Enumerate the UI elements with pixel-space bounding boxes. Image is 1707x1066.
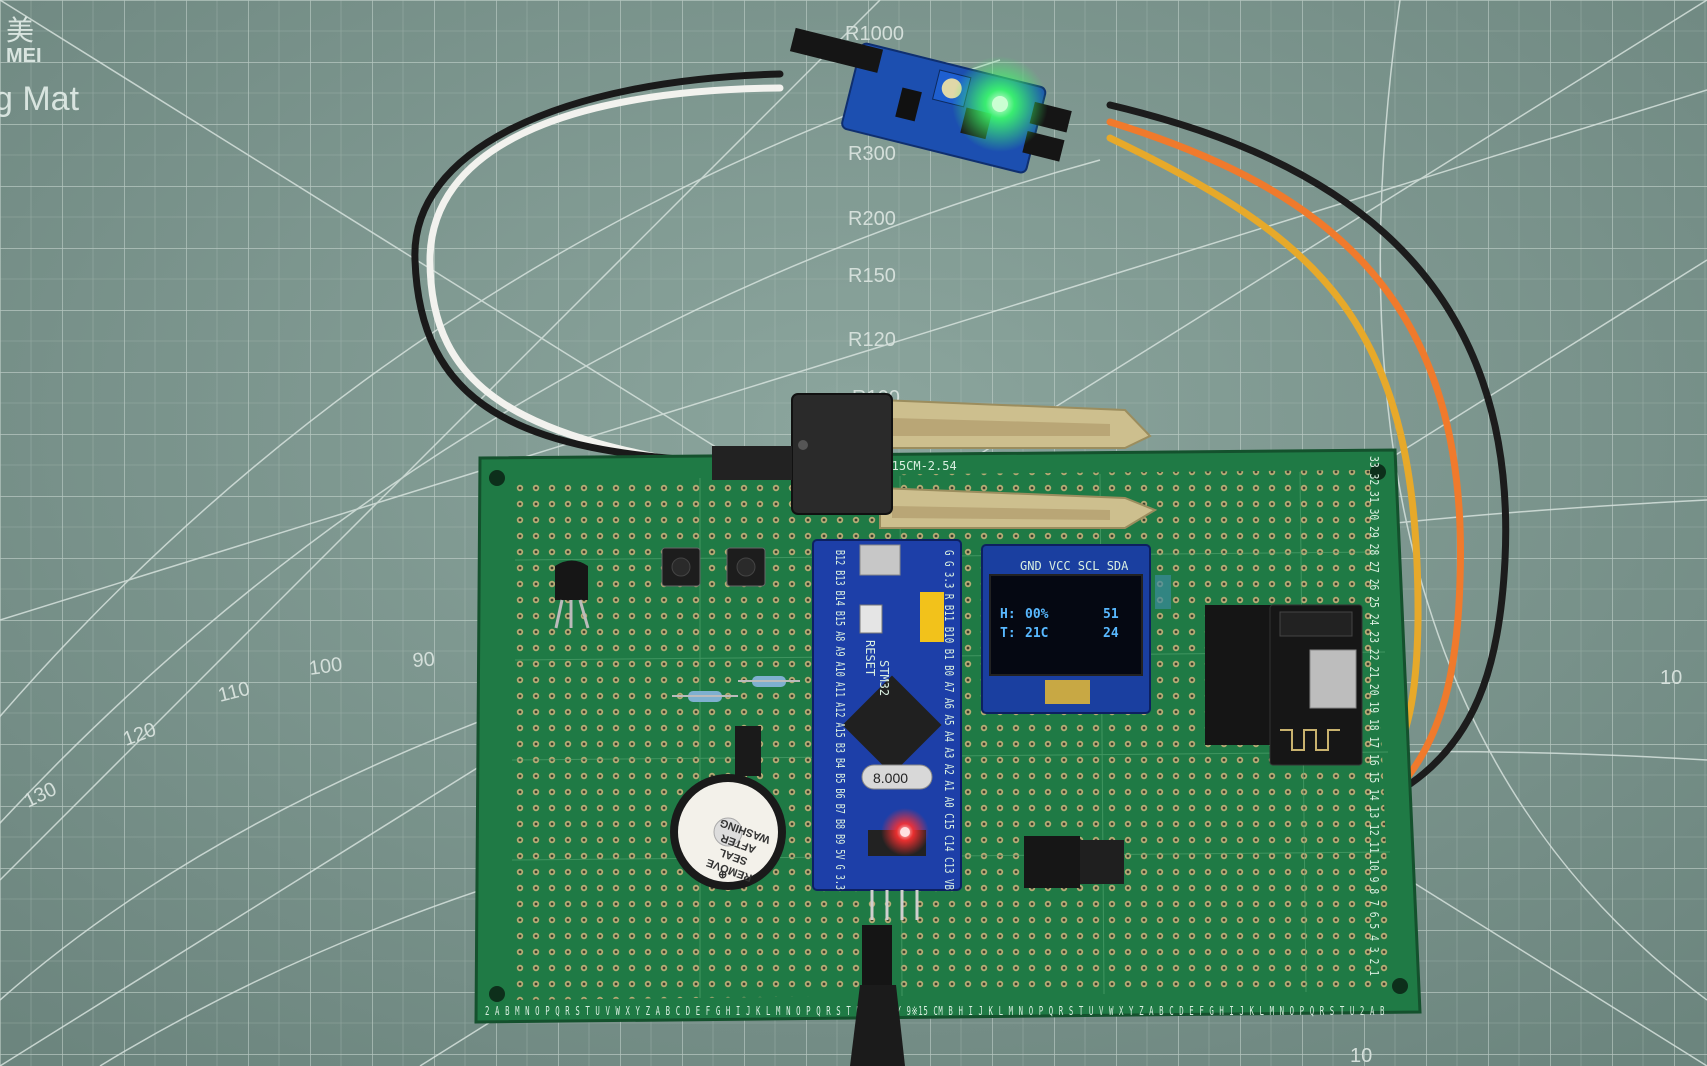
soil-probe bbox=[712, 393, 1158, 529]
push-button-2 bbox=[726, 547, 766, 587]
pcb-bottom-row: 2 A B M N O P Q R S T U V W X Y Z A B C … bbox=[485, 1004, 1385, 1018]
radius-mark: R1000 bbox=[845, 23, 904, 45]
mat-brand-cn: 美 bbox=[6, 15, 34, 46]
oled-pin-header: GND VCC SCL SDA bbox=[1020, 559, 1129, 573]
white-wire bbox=[426, 84, 784, 474]
mat-brand-en: MEI bbox=[6, 45, 42, 67]
oled-row2-extra: 24 bbox=[1103, 626, 1119, 641]
oled-row2-value: 21C bbox=[1025, 626, 1048, 641]
corner-mark: 10 bbox=[1350, 1045, 1372, 1066]
oled-display: GND VCC SCL SDA H: 00% 51 T: 21C 24 bbox=[981, 544, 1171, 714]
resistors bbox=[672, 676, 800, 702]
crystal-label: 8.000 bbox=[873, 770, 908, 786]
svg-text:⊕: ⊕ bbox=[718, 869, 727, 881]
push-button-1 bbox=[661, 547, 701, 587]
reset-label: RESET bbox=[863, 640, 877, 676]
pcb-right-column: 33 32 31 30 29 28 27 26 25 24 23 22 21 2… bbox=[1367, 456, 1381, 976]
oled-row1-label: H: bbox=[1000, 607, 1016, 622]
temp-sensor bbox=[554, 560, 590, 629]
power-led bbox=[992, 96, 1008, 112]
oled-row1-extra: 51 bbox=[1103, 607, 1119, 622]
oled-row2-label: T: bbox=[1000, 626, 1016, 641]
radius-mark: R150 bbox=[848, 265, 896, 287]
stm32-right-pins: G G 3.3 R B11 B10 B1 B0 A7 A6 A5 A4 A3 A… bbox=[942, 550, 956, 890]
wire-header bbox=[1024, 836, 1124, 888]
radius-mark: R200 bbox=[848, 208, 896, 230]
radius-mark: R300 bbox=[848, 143, 896, 165]
black-wire-left bbox=[411, 70, 784, 466]
esp01-module bbox=[1205, 604, 1363, 766]
angle-mark: 90 bbox=[412, 648, 436, 671]
angle-mark: 100 bbox=[308, 654, 344, 680]
buzzer: REMOVE SEAL AFTER WASHING ⊕ bbox=[670, 726, 786, 890]
oled-row1-value: 00% bbox=[1025, 607, 1049, 622]
stm32-left-pins: B12 B13 B14 B15 A8 A9 A10 A11 A12 A15 B3… bbox=[833, 550, 847, 890]
radius-mark: R120 bbox=[848, 329, 896, 351]
mat-title: g Mat bbox=[0, 80, 80, 118]
stm32-board: 8.000 B12 B13 B14 B15 A8 A9 A10 A11 A12 … bbox=[812, 539, 962, 920]
stm32-model: STM32 bbox=[877, 660, 891, 696]
power-jack bbox=[850, 925, 905, 1066]
status-led bbox=[900, 827, 910, 837]
mat-brand: 美 MEI g Mat bbox=[0, 15, 80, 118]
corner-mark: 10 bbox=[1660, 667, 1682, 689]
